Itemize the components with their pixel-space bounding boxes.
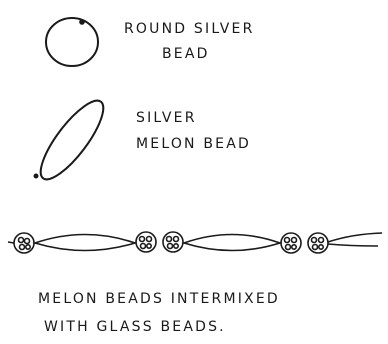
strand-melon-bead	[184, 235, 280, 251]
round-bead-label-line1: ROUND SILVER	[124, 21, 255, 37]
bead-strand	[8, 232, 382, 253]
caption-line2: WITH GLASS BEADS.	[44, 319, 226, 335]
melon-bead-hole	[34, 174, 39, 179]
round-bead-label-line2: BEAD	[162, 46, 210, 62]
melon-bead-label-line2: MELON BEAD	[136, 136, 251, 152]
strand-wire-end	[328, 244, 378, 246]
bead-hole	[79, 19, 85, 25]
glass-bead	[136, 232, 156, 252]
glass-bead	[14, 233, 34, 253]
melon-bead-label-line1: SILVER	[136, 110, 197, 126]
round-silver-bead	[46, 18, 98, 66]
glass-bead	[163, 232, 183, 252]
strand-melon-bead	[35, 235, 135, 251]
strand-wire-end	[328, 233, 382, 242]
strand-wire-end	[8, 242, 14, 243]
caption-line1: MELON BEADS INTERMIXED	[38, 291, 280, 307]
glass-bead	[281, 233, 301, 253]
silver-melon-bead	[31, 93, 113, 188]
glass-bead	[308, 233, 328, 253]
